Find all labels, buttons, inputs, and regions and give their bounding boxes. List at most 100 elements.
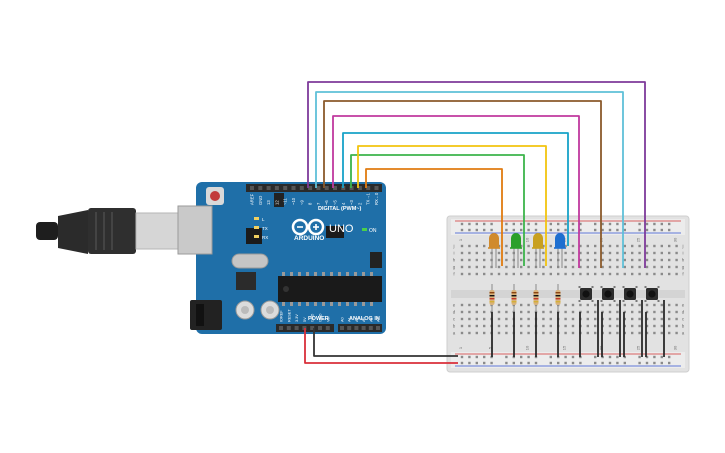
led-green[interactable] — [510, 233, 522, 268]
digital-pin-label: 4 — [341, 202, 346, 205]
power-header-label: POWER — [308, 316, 329, 322]
leds — [488, 233, 566, 268]
digital-pin-label: GND — [258, 196, 263, 205]
resistor[interactable] — [511, 284, 517, 312]
row-letter: d — [682, 310, 685, 315]
row-letter: a — [682, 331, 685, 336]
board-model-label: UNO — [329, 223, 354, 235]
row-letter: i — [683, 251, 684, 256]
resistor[interactable] — [533, 284, 539, 312]
rx-label: RX — [262, 235, 268, 240]
column-number: 1 — [458, 346, 463, 349]
row-letter: b — [453, 324, 456, 329]
power-pin-label: RESET — [287, 309, 291, 322]
row-letter: e — [453, 303, 456, 308]
column-number: 10 — [525, 237, 530, 242]
analog-pin-label: A1 — [348, 317, 352, 322]
analog-pin-label: A3 — [362, 317, 366, 322]
wire-orange[interactable] — [365, 168, 503, 266]
digital-pin-label: 2 — [357, 202, 362, 205]
digital-pin-label: 13 — [266, 200, 271, 205]
row-letter: j — [453, 244, 455, 249]
digital-pin-label: 12 — [274, 200, 279, 205]
wire-light-blue[interactable] — [315, 91, 624, 268]
digital-pin-label: ~3 — [349, 200, 354, 205]
on-label: ON — [369, 228, 377, 234]
column-number: 30 — [673, 237, 678, 242]
tx-led-icon — [254, 226, 259, 229]
wire-green[interactable] — [350, 154, 525, 266]
resistor[interactable] — [489, 284, 495, 312]
rx-led-icon — [254, 235, 259, 238]
analog-pin-label: A2 — [355, 317, 359, 322]
reset-button[interactable] — [210, 191, 220, 201]
digital-pin-label: ~9 — [299, 200, 304, 205]
tx-label: TX — [262, 226, 268, 231]
wire-red[interactable] — [304, 328, 458, 364]
analog-header-label: ANALOG IN — [349, 316, 380, 322]
digital-pin-label: ~11 — [283, 198, 288, 205]
digital-pin-label: TX→1 — [366, 192, 371, 205]
row-letter: f — [453, 272, 455, 277]
wires — [304, 81, 646, 364]
digital-pin-label: RX←0 — [374, 192, 379, 205]
digital-pin-label: ~10 — [291, 197, 296, 205]
digital-header — [246, 184, 382, 192]
on-led-icon — [362, 228, 367, 231]
column-number: 15 — [562, 345, 567, 350]
row-letter: j — [682, 244, 684, 249]
row-letter: c — [453, 317, 456, 322]
analog-pin-label: A4 — [369, 317, 373, 322]
push-button[interactable] — [600, 286, 616, 302]
digital-pin-label: 8 — [308, 202, 313, 205]
digital-header-label: DIGITAL (PWM~) — [318, 206, 362, 212]
row-letter: c — [682, 317, 685, 322]
led-yellow[interactable] — [532, 233, 544, 268]
arduino-board: ARDUINO UNO DIGITAL (PWM~) POWER ANALOG … — [177, 182, 386, 334]
power-pin-label: GND — [319, 313, 323, 322]
push-button[interactable] — [644, 286, 660, 302]
digital-pin-label: ~6 — [324, 200, 329, 205]
l-led-icon — [254, 217, 259, 220]
usb-cable — [36, 208, 198, 254]
row-letter: g — [453, 265, 456, 270]
row-letter: e — [682, 303, 685, 308]
wire-purple[interactable] — [307, 81, 646, 268]
digital-pin-label: 7 — [316, 202, 321, 205]
push-button[interactable] — [622, 286, 638, 302]
power-pin-label: Vin — [326, 317, 330, 322]
resistor[interactable] — [555, 284, 561, 312]
resistors — [489, 284, 561, 312]
power-pin-label: 5V — [303, 317, 307, 322]
row-letter: g — [682, 265, 685, 270]
push-buttons — [578, 286, 660, 302]
column-number: 10 — [525, 345, 530, 350]
digital-pin-label: ~5 — [333, 200, 338, 205]
column-number: 5 — [488, 346, 493, 349]
column-number: 25 — [636, 345, 641, 350]
row-letter: d — [453, 310, 456, 315]
power-pin-label: 3.3V — [295, 314, 299, 322]
wire-black[interactable] — [313, 328, 458, 357]
wire-magenta[interactable] — [332, 115, 580, 268]
push-button[interactable] — [578, 286, 594, 302]
wire-yellow[interactable] — [357, 145, 547, 266]
column-number: 25 — [636, 237, 641, 242]
wire-brown[interactable] — [323, 100, 602, 268]
row-letter: f — [682, 272, 684, 277]
row-letter: i — [454, 251, 455, 256]
analog-header — [338, 324, 382, 332]
led-blue[interactable] — [554, 233, 566, 268]
l-label: L — [262, 217, 265, 222]
power-pin-label: IOREF — [280, 310, 284, 322]
column-number: 1 — [458, 238, 463, 241]
wire-teal[interactable] — [342, 132, 569, 246]
digital-pin-label: AREF — [250, 193, 255, 205]
board-logo-text: ARDUINO — [294, 235, 324, 242]
led-orange[interactable] — [488, 233, 500, 268]
